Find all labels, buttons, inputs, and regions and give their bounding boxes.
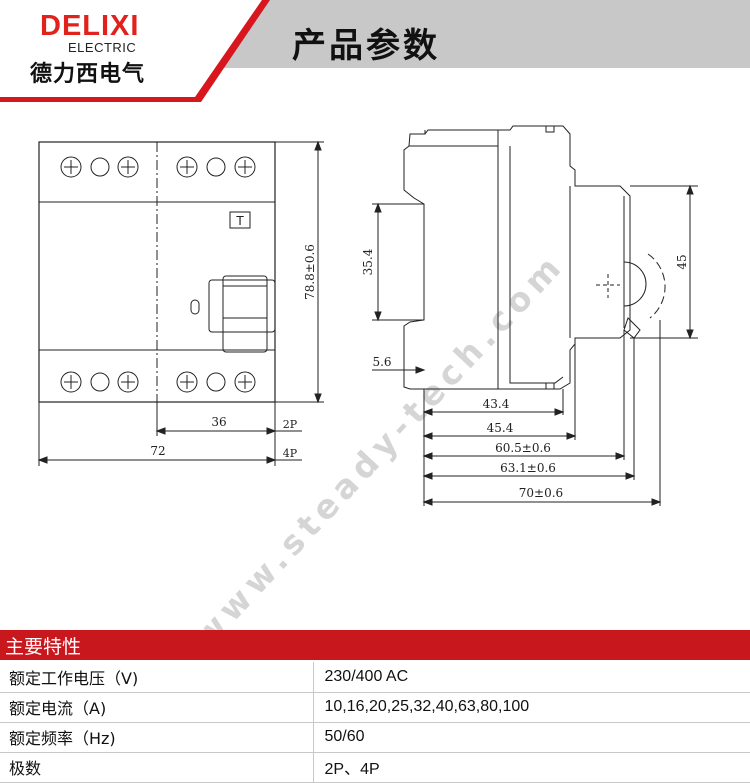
spec-value: 230/400 AC — [313, 662, 750, 693]
spec-value: 10,16,20,25,32,40,63,80,100 — [313, 692, 750, 723]
specs-header: 主要特性 — [0, 630, 750, 660]
svg-text:2P: 2P — [283, 418, 298, 431]
side-view: 35.4 5.6 45 43.4 — [361, 125, 698, 506]
front-view: T 78.8±0.6 36 2P — [37, 140, 324, 466]
bottom-terminals — [60, 371, 256, 393]
svg-text:36: 36 — [211, 415, 226, 429]
side-height-dimension: 45 — [630, 184, 698, 340]
brand-cn: 德力西电气 — [30, 62, 146, 87]
svg-text:60.5±0.6: 60.5±0.6 — [495, 441, 551, 455]
spec-label: 极数 — [0, 752, 314, 783]
page-title: 产品参数 — [292, 26, 440, 66]
brand-logo: DELIXI — [40, 10, 140, 42]
svg-text:63.1±0.6: 63.1±0.6 — [500, 461, 556, 475]
page-header: DELIXI ELECTRIC 德力西电气 产品参数 — [0, 0, 750, 102]
svg-text:78.8±0.6: 78.8±0.6 — [303, 244, 317, 300]
front-height-dimension: 78.8±0.6 — [275, 140, 324, 404]
top-terminals — [60, 156, 256, 178]
svg-text:45: 45 — [675, 254, 689, 269]
rail-dimension: 35.4 — [361, 202, 424, 322]
spec-label: 额定频率（Hz) — [0, 722, 314, 753]
spec-value: 50/60 — [313, 722, 750, 753]
svg-text:43.4: 43.4 — [483, 397, 510, 411]
svg-text:70±0.6: 70±0.6 — [519, 486, 563, 500]
table-row: 极数 2P、4P — [0, 752, 750, 783]
brand-sub: ELECTRIC — [68, 40, 137, 55]
spec-value: 2P、4P — [313, 752, 750, 783]
table-row: 额定频率（Hz) 50/60 — [0, 722, 750, 753]
specs-table: 额定工作电压（V) 230/400 AC 额定电流（A) 10,16,20,25… — [0, 662, 750, 783]
header-background — [0, 0, 750, 102]
specs-title: 主要特性 — [5, 636, 82, 658]
table-row: 额定电流（A) 10,16,20,25,32,40,63,80,100 — [0, 692, 750, 723]
svg-text:35.4: 35.4 — [361, 248, 375, 275]
svg-text:T: T — [235, 214, 244, 228]
test-button-symbol: T — [229, 211, 251, 229]
depth-dimensions: 43.4 45.4 60.5±0.6 63.1±0.6 70±0.6 — [422, 320, 662, 506]
front-width-dimensions: 36 2P 72 4P — [37, 402, 302, 466]
spec-label: 额定电流（A) — [0, 692, 314, 723]
table-row: 额定工作电压（V) 230/400 AC — [0, 662, 750, 693]
svg-text:4P: 4P — [283, 447, 298, 460]
svg-text:72: 72 — [150, 444, 165, 458]
toggle-lever — [190, 275, 276, 353]
svg-text:5.6: 5.6 — [372, 355, 391, 369]
main-specs-section: 主要特性 额定工作电压（V) 230/400 AC 额定电流（A) 10,16,… — [0, 630, 750, 783]
dimension-drawing: www.steady-tech.com T — [37, 125, 698, 655]
svg-text:45.4: 45.4 — [487, 421, 514, 435]
spec-label: 额定工作电压（V) — [0, 662, 314, 693]
small-dimension: 5.6 — [372, 355, 426, 374]
